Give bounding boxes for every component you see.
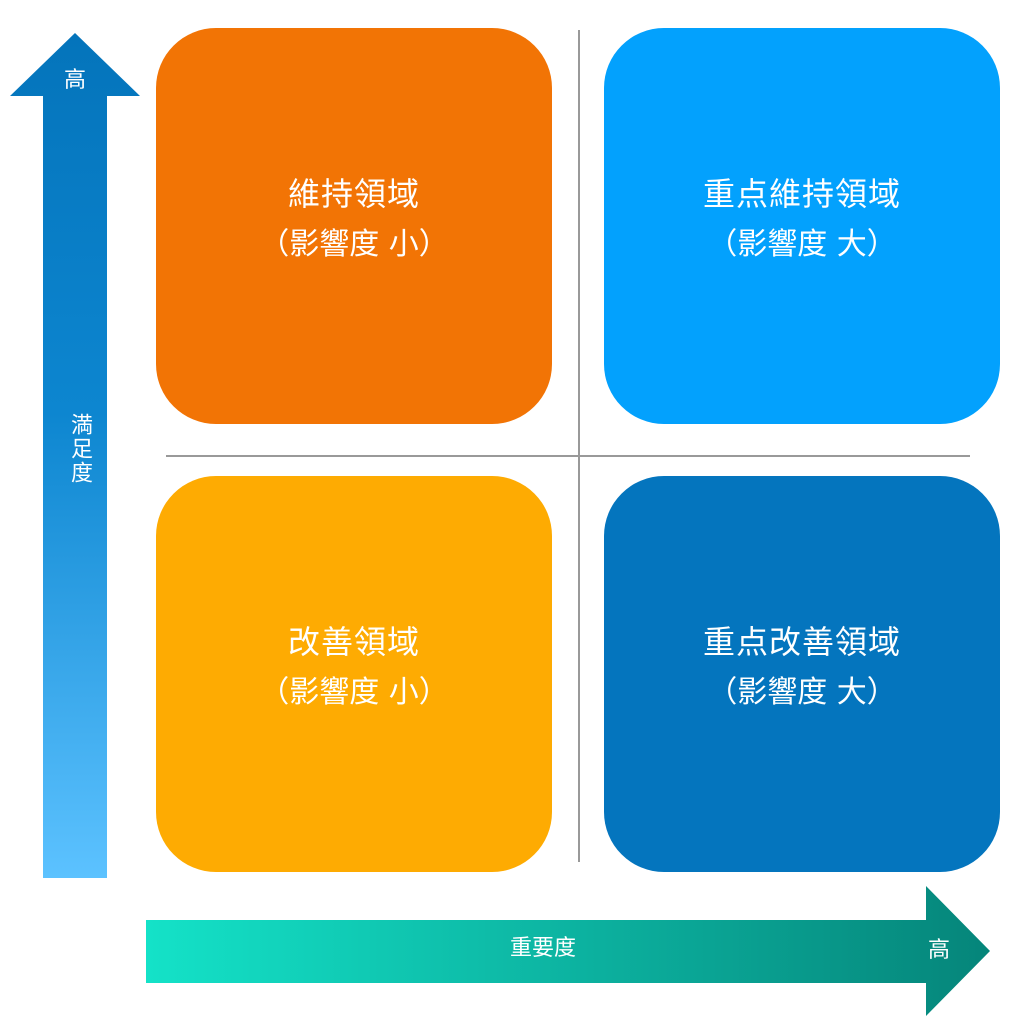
quadrant-title: 維持領域	[287, 174, 420, 213]
x-axis-arrow	[146, 886, 990, 1016]
quadrant-improve: 改善領域 （影響度 小）	[156, 476, 552, 872]
quadrant-title: 改善領域	[287, 622, 420, 661]
y-axis-high-label: 高	[63, 68, 86, 93]
quadrant-maintain: 維持領域 （影響度 小）	[156, 28, 552, 424]
y-axis-title: 満足度	[67, 413, 92, 485]
quadrant-title: 重点改善領域	[702, 622, 901, 661]
quadrant-subtitle: （影響度 大）	[707, 227, 897, 263]
quadrant-priority-improve: 重点改善領域 （影響度 大）	[604, 476, 1000, 872]
quadrant-subtitle: （影響度 小）	[259, 227, 449, 263]
quadrant-subtitle: （影響度 小）	[259, 675, 449, 711]
quadrant-title: 重点維持領域	[702, 174, 901, 213]
x-axis-high-label: 高	[927, 938, 950, 963]
quadrant-subtitle: （影響度 大）	[707, 675, 897, 711]
y-axis-arrow	[10, 33, 140, 878]
x-axis-title: 重要度	[509, 936, 576, 961]
quadrant-priority-maintain: 重点維持領域 （影響度 大）	[604, 28, 1000, 424]
